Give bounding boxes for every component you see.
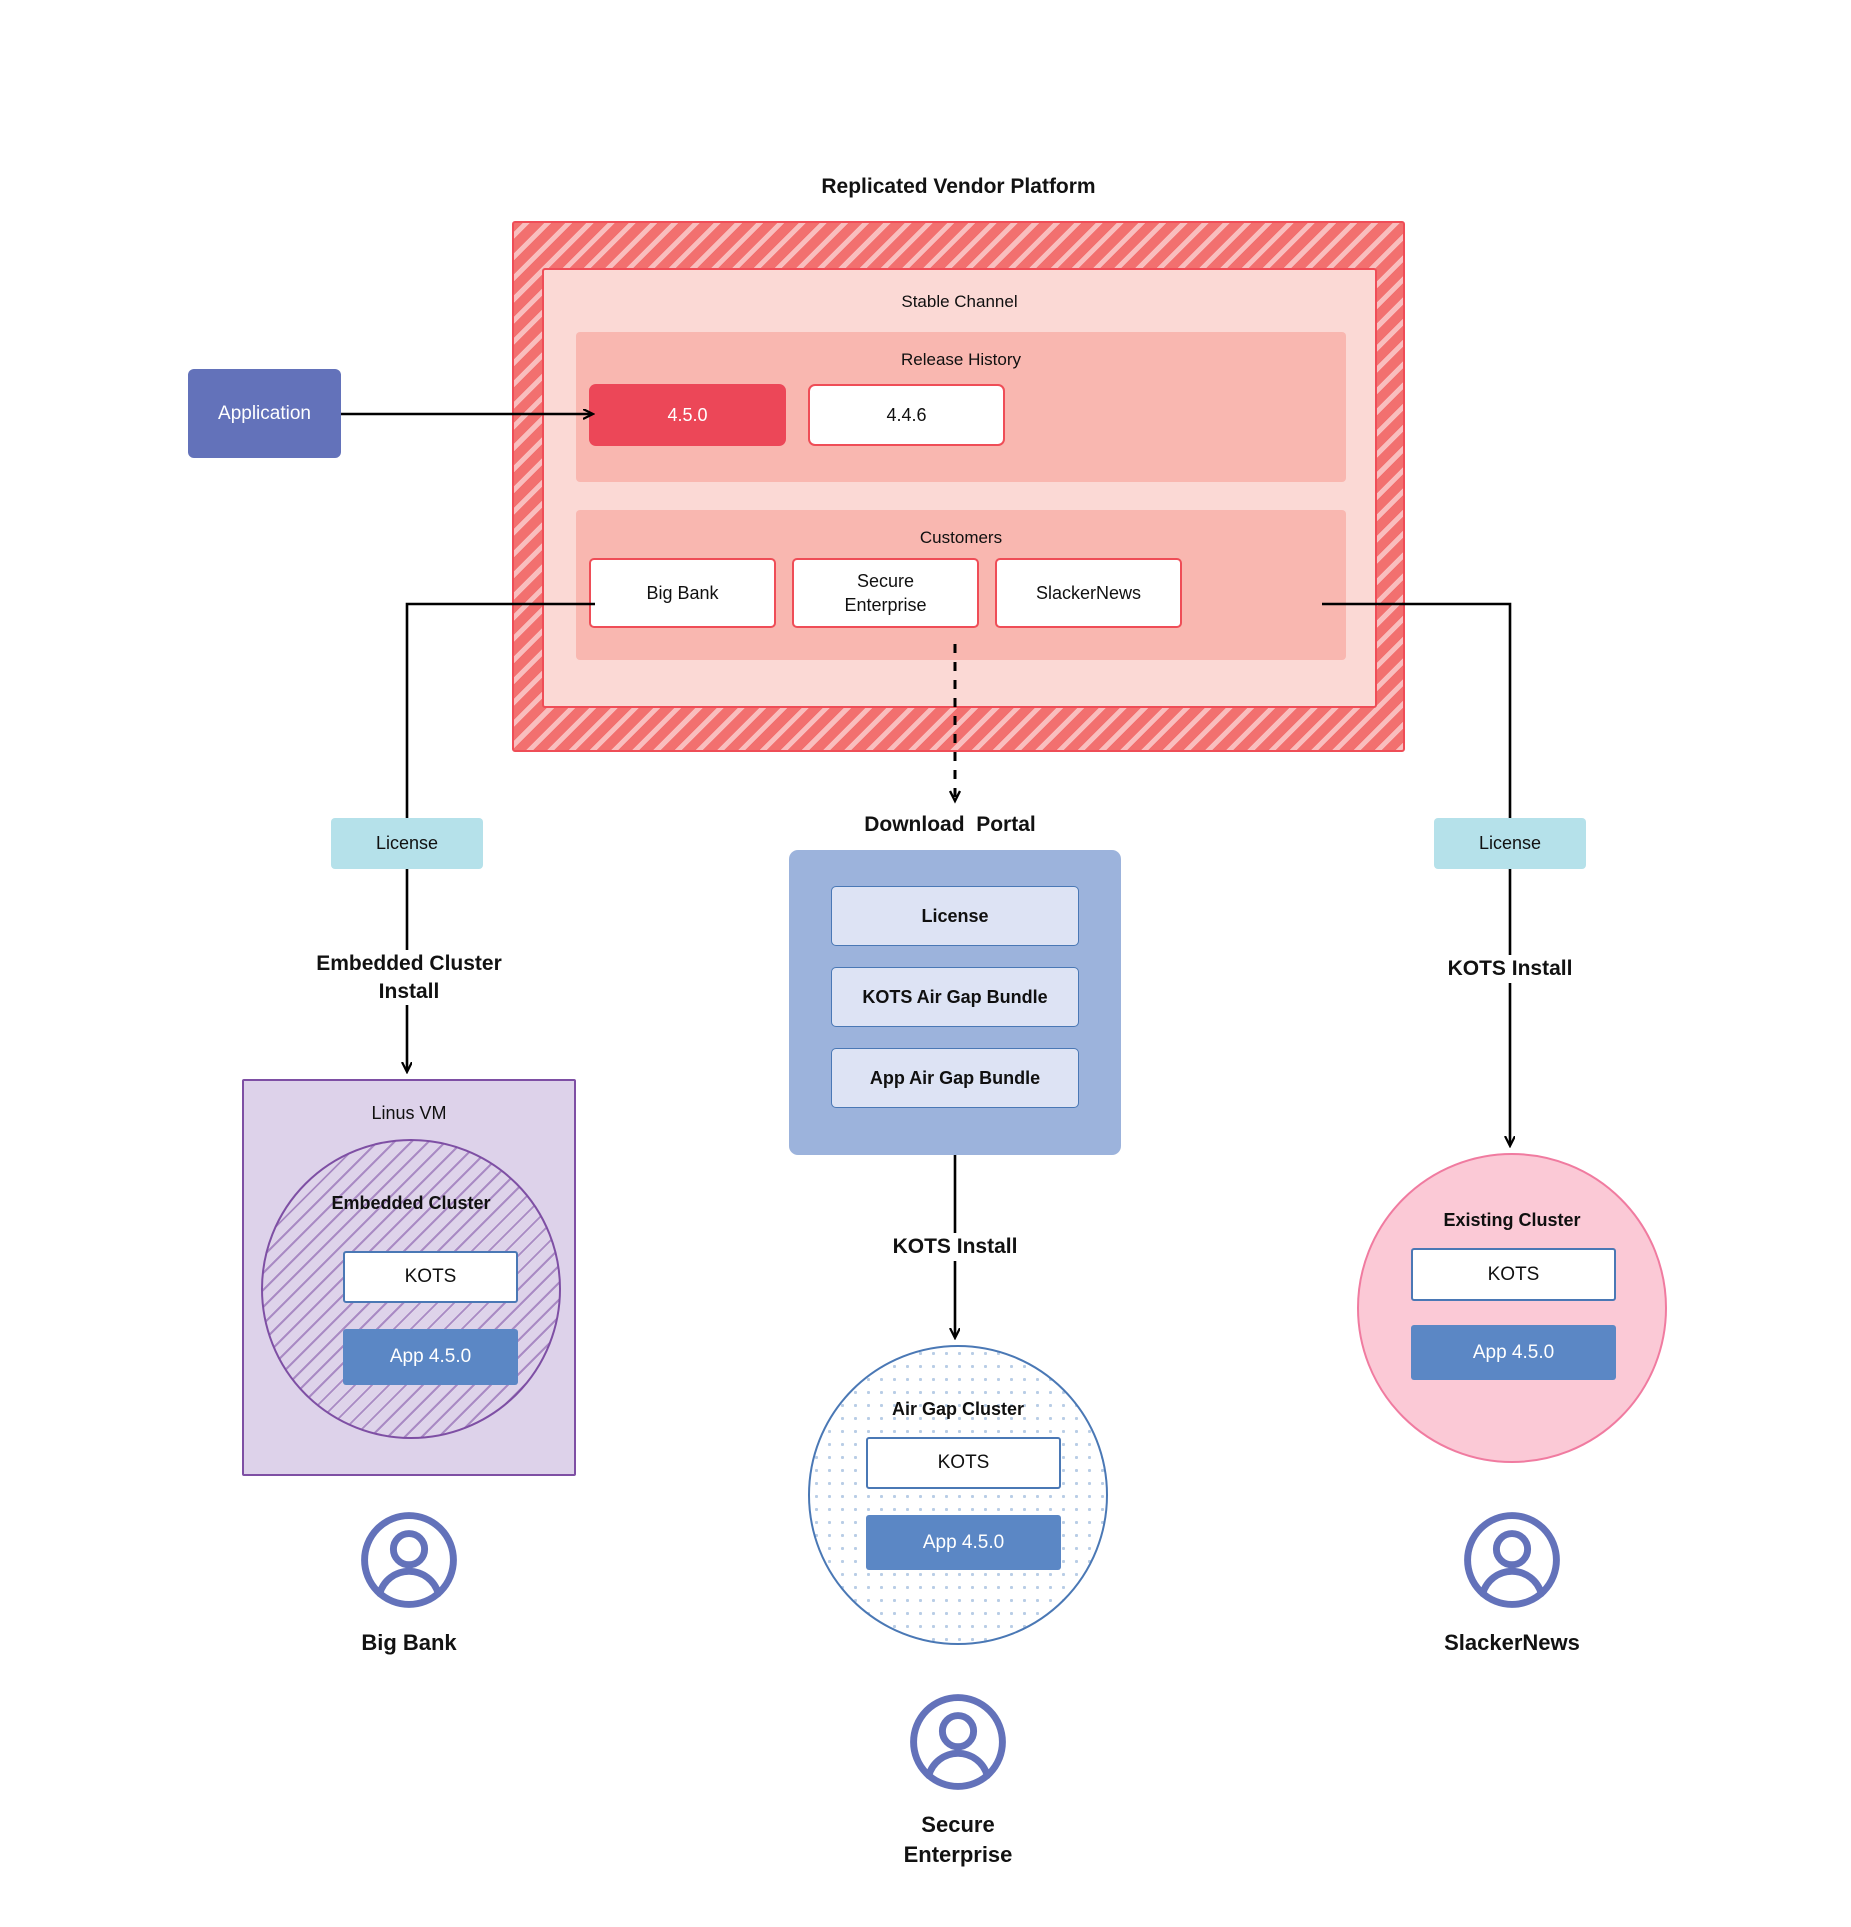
license-label: License bbox=[1478, 833, 1542, 853]
user-node-secure-enterprise: Secure Enterprise bbox=[838, 1690, 1078, 1869]
app-chip-existing[interactable]: App 4.5.0 bbox=[1411, 1325, 1616, 1380]
user-avatar-icon bbox=[910, 1694, 1006, 1790]
kots-label: KOTS bbox=[937, 1452, 990, 1473]
portal-item-label: License bbox=[921, 905, 989, 926]
kots-label: KOTS bbox=[1487, 1263, 1540, 1285]
kots-label: KOTS bbox=[404, 1266, 457, 1287]
user-avatar-icon bbox=[1464, 1512, 1560, 1608]
customers-container: Customers Big Bank Secure Enterprise Sla… bbox=[576, 510, 1346, 660]
portal-item-app-air-gap-bundle[interactable]: App Air Gap Bundle bbox=[831, 1048, 1079, 1108]
kots-chip-existing[interactable]: KOTS bbox=[1411, 1248, 1616, 1301]
stable-channel-container: Stable Channel Release History 4.5.0 4.4… bbox=[542, 268, 1377, 708]
kots-chip-airgap[interactable]: KOTS bbox=[866, 1437, 1061, 1489]
release-chip-current[interactable]: 4.5.0 bbox=[589, 384, 786, 446]
user-node-slackernews: SlackerNews bbox=[1392, 1508, 1632, 1658]
release-version: 4.4.6 bbox=[886, 404, 927, 425]
customer-list: Big Bank Secure Enterprise SlackerNews bbox=[589, 558, 1182, 628]
user-avatar-icon bbox=[361, 1512, 457, 1608]
release-history-label: Release History bbox=[901, 350, 1021, 369]
license-label: License bbox=[375, 833, 439, 853]
customers-label: Customers bbox=[919, 528, 1003, 547]
customer-chip-slackernews[interactable]: SlackerNews bbox=[995, 558, 1182, 628]
portal-item-label: App Air Gap Bundle bbox=[869, 1067, 1041, 1088]
user-label: Secure Enterprise bbox=[903, 1812, 1013, 1867]
customer-name: Big Bank bbox=[646, 582, 719, 603]
linus-vm-label: Linus VM bbox=[371, 1103, 447, 1123]
portal-item-kots-air-gap-bundle[interactable]: KOTS Air Gap Bundle bbox=[831, 967, 1079, 1027]
embedded-cluster-label: Embedded Cluster bbox=[331, 1193, 491, 1213]
app-label: App 4.5.0 bbox=[922, 1531, 1005, 1553]
release-version: 4.5.0 bbox=[667, 404, 708, 425]
download-portal-container: License KOTS Air Gap Bundle App Air Gap … bbox=[789, 850, 1121, 1155]
app-chip-embedded[interactable]: App 4.5.0 bbox=[343, 1329, 518, 1385]
linus-vm-container: Linus VM Embedded Cluster KOTS App 4.5.0 bbox=[242, 1079, 576, 1476]
user-node-big-bank: Big Bank bbox=[289, 1508, 529, 1658]
edge-label-kots-install-center: KOTS Install bbox=[845, 1233, 1065, 1261]
kots-chip-embedded[interactable]: KOTS bbox=[343, 1251, 518, 1303]
edge-label-kots-install-right: KOTS Install bbox=[1400, 955, 1620, 983]
portal-item-label: KOTS Air Gap Bundle bbox=[862, 986, 1048, 1007]
customer-chip-secure-enterprise[interactable]: Secure Enterprise bbox=[792, 558, 979, 628]
existing-cluster-container: Existing Cluster KOTS App 4.5.0 bbox=[1357, 1153, 1667, 1463]
user-label: Big Bank bbox=[361, 1630, 457, 1655]
portal-item-license[interactable]: License bbox=[831, 886, 1079, 946]
embedded-cluster-container: Embedded Cluster KOTS App 4.5.0 bbox=[261, 1139, 561, 1439]
customer-name: Secure Enterprise bbox=[844, 570, 927, 615]
download-portal-title: Download Portal bbox=[864, 813, 1036, 836]
app-label: App 4.5.0 bbox=[1472, 1341, 1555, 1363]
stable-channel-label: Stable Channel bbox=[901, 292, 1018, 311]
application-label: Application bbox=[218, 402, 311, 424]
customer-chip-big-bank[interactable]: Big Bank bbox=[589, 558, 776, 628]
release-list: 4.5.0 4.4.6 bbox=[589, 384, 1005, 446]
license-chip-left[interactable]: License bbox=[331, 818, 483, 869]
app-label: App 4.5.0 bbox=[389, 1346, 472, 1367]
page-title: Replicated Vendor Platform bbox=[821, 175, 1096, 198]
air-gap-cluster-label: Air Gap Cluster bbox=[891, 1399, 1025, 1419]
release-chip-previous[interactable]: 4.4.6 bbox=[808, 384, 1005, 446]
edge-label-embedded-cluster-install: Embedded Cluster Install bbox=[289, 950, 529, 1006]
app-chip-airgap[interactable]: App 4.5.0 bbox=[866, 1515, 1061, 1570]
customer-name: SlackerNews bbox=[1035, 582, 1142, 603]
license-chip-right[interactable]: License bbox=[1434, 818, 1586, 869]
user-label: SlackerNews bbox=[1444, 1630, 1580, 1655]
vendor-platform-container: Stable Channel Release History 4.5.0 4.4… bbox=[512, 221, 1405, 752]
air-gap-cluster-container: Air Gap Cluster KOTS App 4.5.0 bbox=[808, 1345, 1108, 1645]
release-history-container: Release History 4.5.0 4.4.6 bbox=[576, 332, 1346, 482]
existing-cluster-label: Existing Cluster bbox=[1443, 1210, 1581, 1230]
application-box[interactable]: Application bbox=[188, 369, 341, 458]
